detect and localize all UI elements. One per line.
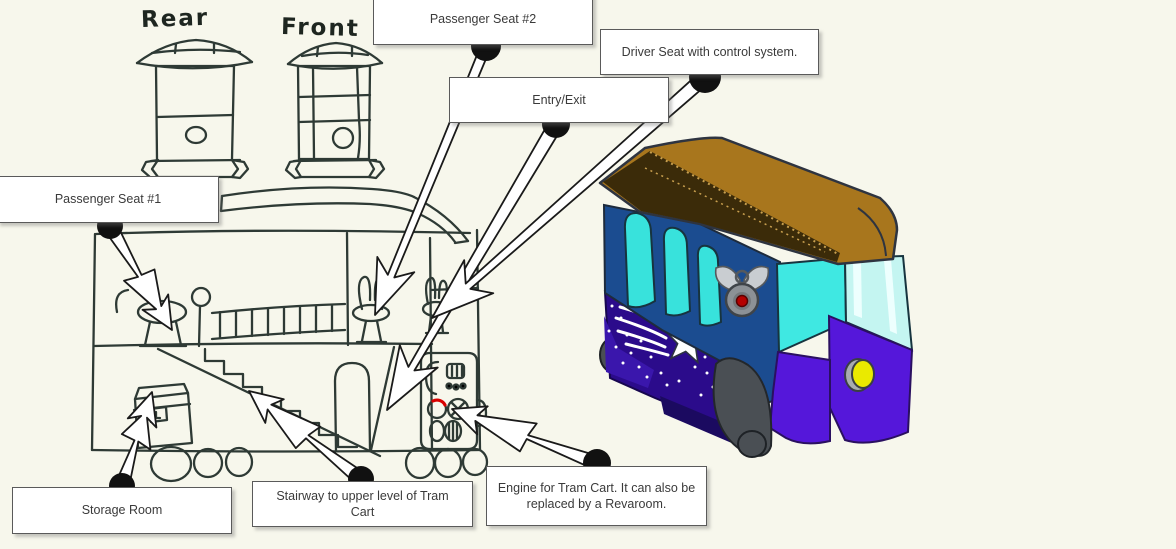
headlight [851, 359, 875, 389]
front-window-oval [331, 126, 355, 150]
arrow-driver [431, 70, 711, 319]
gauge-red-needle [431, 398, 447, 407]
sketch-wheels [149, 445, 489, 483]
arrow-stairway [248, 390, 367, 486]
arrow-ps1 [103, 221, 173, 331]
label-text: Driver Seat with control system. [621, 44, 798, 59]
label-storage-room: Storage Room [12, 487, 232, 534]
entry-doorway [333, 345, 396, 452]
label-stairway: Stairway to upper level of Tram Cart [252, 481, 473, 527]
roof-sketch [219, 186, 470, 245]
label-text: Passenger Seat #2 [429, 12, 537, 27]
railing [190, 286, 347, 348]
label-passenger-seat-2: Passenger Seat #2 [373, 0, 593, 45]
side-view-sketch [90, 186, 489, 483]
winged-emblem [714, 265, 770, 318]
shooting-star-trails [614, 305, 672, 357]
label-passenger-seat-1: Passenger Seat #1 [0, 176, 219, 223]
rear-view-sketch [135, 38, 254, 180]
rear-window-oval [184, 125, 208, 145]
lower-door-panel [768, 350, 831, 445]
label-text: Stairway to upper level of Tram Cart [276, 488, 449, 519]
label-text: Engine for Tram Cart. It can also be rep… [497, 480, 696, 511]
label-entry-exit: Entry/Exit [449, 77, 669, 123]
arrow-storage [114, 391, 158, 490]
label-text: Storage Room [81, 503, 163, 518]
label-engine: Engine for Tram Cart. It can also be rep… [486, 466, 707, 526]
colored-tram-illustration [598, 136, 914, 458]
rear-caption: Rear [140, 4, 210, 34]
emblem-gem [735, 294, 749, 308]
label-driver-seat: Driver Seat with control system. [600, 29, 819, 75]
front-caption: Front [280, 13, 361, 43]
tram-roof [598, 136, 899, 266]
tram-wheel-front [737, 430, 767, 458]
arrow-engine [451, 405, 601, 471]
arrow-entry [386, 119, 563, 411]
label-text: Entry/Exit [532, 92, 586, 107]
side-windows [623, 211, 723, 327]
front-panel [827, 314, 914, 444]
label-text: Passenger Seat #1 [54, 192, 162, 207]
front-view-sketch [284, 41, 386, 180]
